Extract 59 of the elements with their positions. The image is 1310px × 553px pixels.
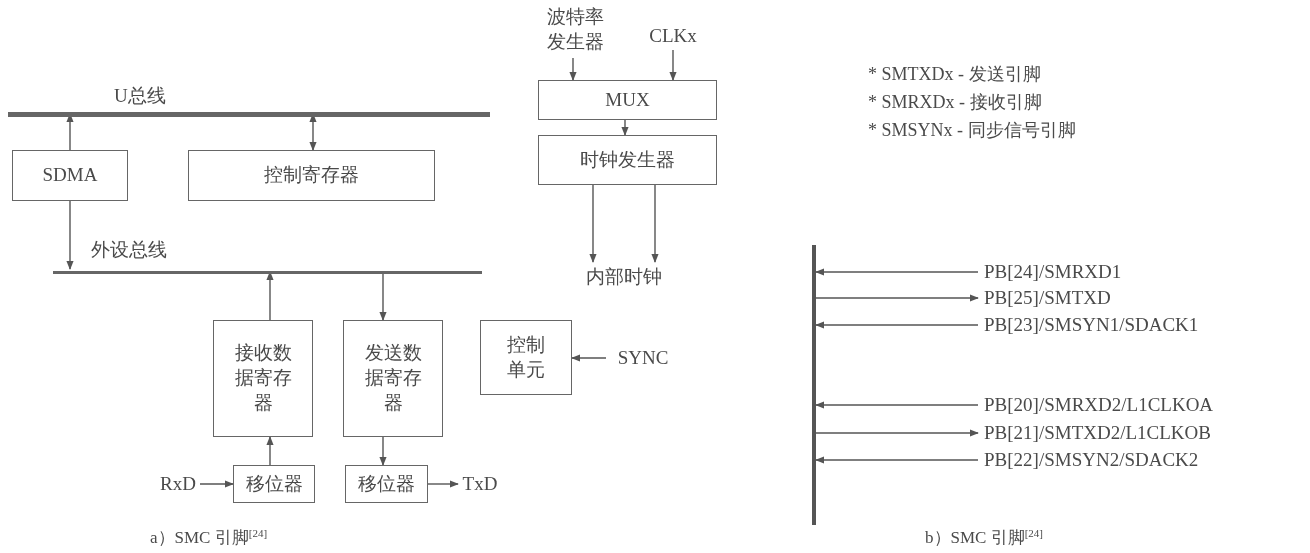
block-label: MUX: [605, 87, 650, 112]
figure-caption: a）SMC 引脚$^{[24]}$: [150, 526, 268, 549]
block-label: 控制寄存器: [264, 163, 359, 188]
block-box: [538, 80, 717, 120]
arrow: [266, 271, 274, 321]
block-box: [538, 135, 717, 185]
block-box: [213, 320, 313, 437]
pin-label: PB[22]/SMSYN2/SDACK2: [978, 447, 1298, 473]
pin-label: PB[25]/SMTXD: [978, 285, 1298, 311]
block-box: [188, 150, 435, 201]
figure-caption: b）SMC 引脚$^{[24]}$: [925, 526, 1043, 549]
block-box: [343, 320, 443, 437]
bus-line: [8, 84, 490, 117]
signal-label: TxD: [458, 470, 502, 498]
block-box: [480, 320, 572, 395]
arrow: [651, 184, 659, 263]
arrow: [199, 480, 234, 488]
note-text: * SMTXDx - 发送引脚: [868, 63, 1041, 86]
block-box: [233, 465, 315, 503]
arrow: [266, 436, 274, 466]
pin-label: PB[20]/SMRXD2/L1CLKOA: [978, 392, 1298, 418]
block-label: 控制单元: [507, 332, 545, 382]
block-label: 移位器: [358, 471, 415, 496]
arrow: [379, 271, 387, 321]
block-label: 时钟发生器: [580, 147, 675, 172]
arrow: [66, 200, 74, 270]
arrow: [569, 57, 577, 81]
arrow: [427, 480, 459, 488]
note-text: * SMRXDx - 接收引脚: [868, 91, 1042, 114]
block-label: 发送数据寄存器: [364, 341, 422, 415]
arrow: [379, 436, 387, 466]
arrow: [815, 321, 979, 329]
signal-label: CLKx: [640, 22, 706, 50]
signal-label: SYNC: [606, 344, 680, 372]
block-box: [12, 150, 128, 201]
arrow: [669, 49, 677, 81]
pin-label: PB[23]/SMSYN1/SDACK1: [978, 312, 1298, 338]
pin-bar: [812, 245, 816, 525]
arrow: [621, 119, 629, 136]
block-label: SDMA: [42, 163, 98, 188]
arrow: [815, 268, 979, 276]
arrow: [815, 429, 979, 437]
block-label: 接收数据寄存器: [234, 341, 292, 415]
arrow: [815, 401, 979, 409]
signal-label: 波特率发生器: [532, 2, 618, 58]
block-box: [345, 465, 428, 503]
block-label: 移位器: [245, 471, 303, 496]
signal-label: RxD: [156, 470, 200, 498]
signal-label: 内部时钟: [568, 262, 680, 292]
pin-label: PB[21]/SMTXD2/L1CLKOB: [978, 420, 1298, 446]
pin-label: PB[24]/SMRXD1: [978, 259, 1298, 285]
arrow: [815, 294, 979, 302]
arrow: [815, 456, 979, 464]
bus-label: U总线: [114, 84, 166, 108]
arrow: [571, 354, 607, 362]
note-text: * SMSYNx - 同步信号引脚: [868, 119, 1076, 142]
bus-line: [53, 238, 482, 274]
bus-label: 外设总线: [91, 238, 167, 262]
arrow: [589, 184, 597, 263]
